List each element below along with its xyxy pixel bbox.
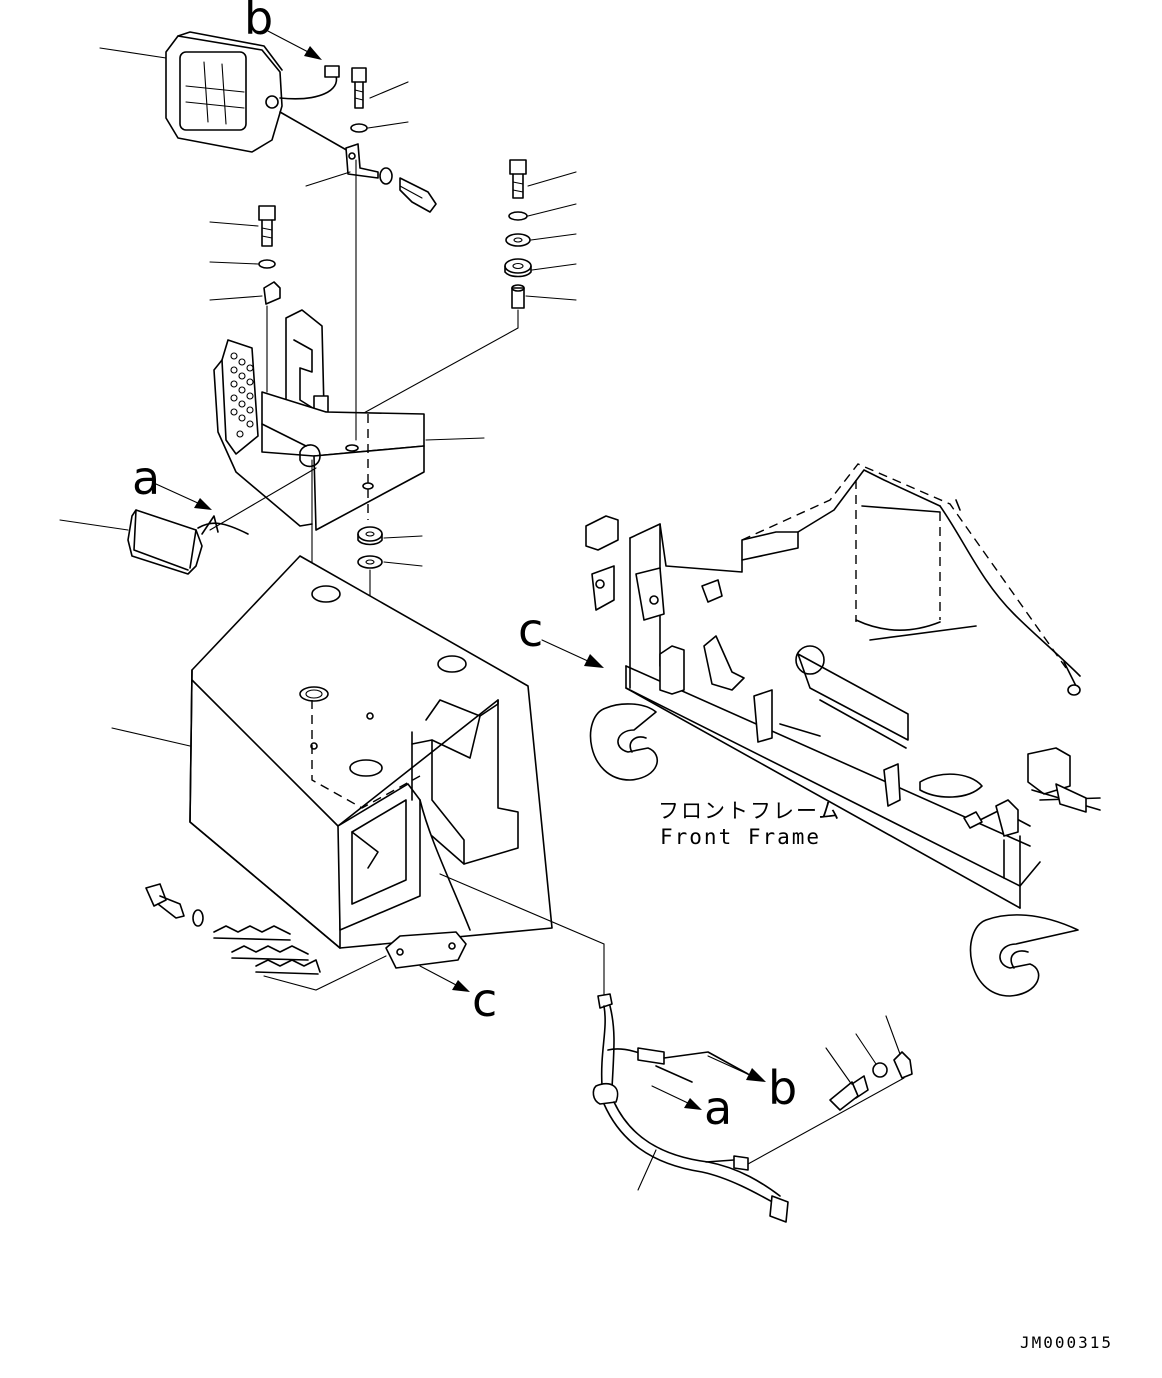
washer-under (357, 555, 423, 569)
bracket-top (305, 143, 437, 213)
ref-arrow-b-top (265, 29, 322, 60)
wiring-harness (439, 873, 913, 1223)
washer-right-2 (505, 233, 531, 247)
side-lamp (59, 467, 317, 575)
lamp-bracket (213, 159, 485, 531)
washer-left (258, 259, 276, 269)
ref-arrow-a-harness (651, 1085, 702, 1110)
ref-letter-c-bottom: c (472, 973, 497, 1027)
ref-letter-b-top: b (244, 0, 273, 45)
front-frame-label-jp: フロントフレーム (658, 799, 841, 823)
work-lamp (99, 31, 351, 153)
ref-letter-a-top: a (132, 451, 160, 505)
ref-letter-c-frame: c (518, 603, 543, 657)
ref-arrow-c-bottom (419, 965, 470, 992)
clip-left (209, 281, 281, 305)
grommet (357, 526, 423, 546)
fender-box (111, 555, 553, 949)
ref-letter-a-harness: a (704, 1081, 732, 1135)
washer-right-1 (508, 211, 528, 221)
bolt-left (209, 205, 276, 247)
ref-arrow-a-top (155, 483, 212, 510)
front-frame (585, 463, 1101, 997)
ref-arrow-c-frame (541, 639, 604, 668)
spacer-right (504, 258, 577, 278)
shims (213, 925, 321, 975)
washer-top (350, 121, 409, 133)
bolt-right (509, 159, 577, 199)
ref-letter-b-harness: b (768, 1061, 797, 1115)
bolt-top (351, 67, 409, 109)
bolt-bottom (145, 883, 204, 927)
collar-right (511, 284, 577, 309)
drawing-code: JM000315 (1020, 1333, 1113, 1352)
ref-arrow-b-harness (707, 1055, 766, 1082)
front-frame-label-en: Front Frame (660, 825, 821, 849)
bottom-bracket (385, 931, 467, 969)
